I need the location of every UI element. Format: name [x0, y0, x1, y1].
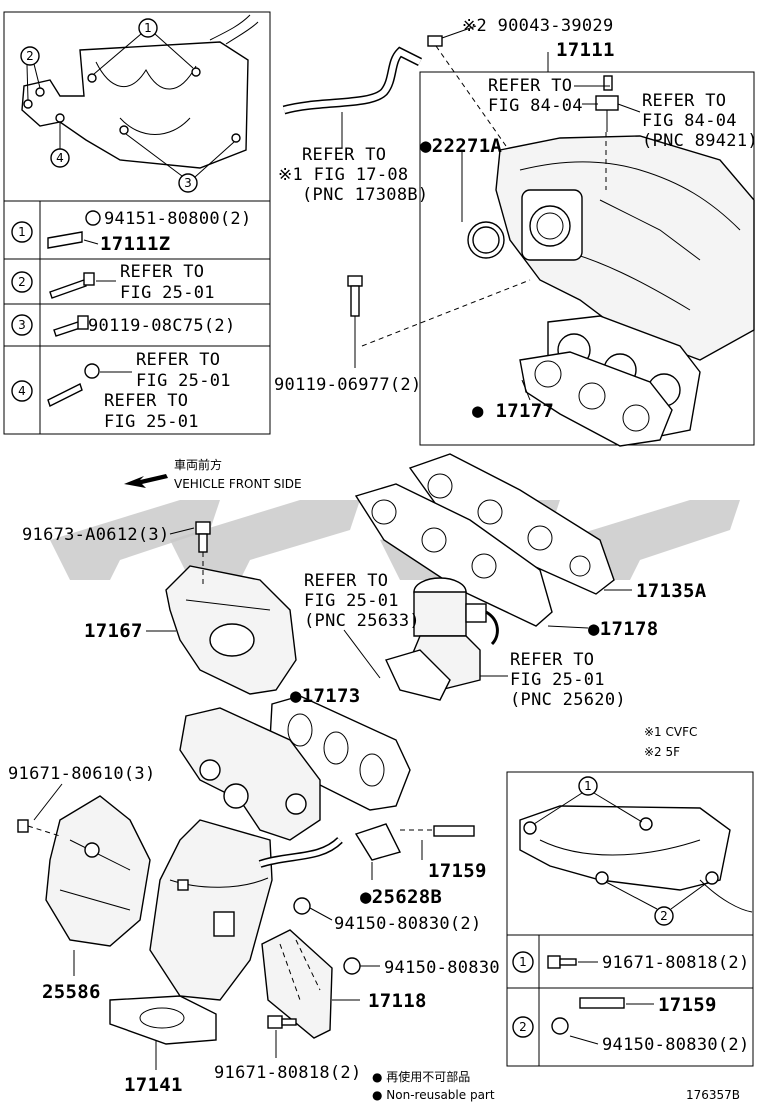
stud-17159 — [354, 823, 475, 861]
heat-insulator-17167 — [165, 521, 297, 695]
label-25586: 25586 — [42, 981, 101, 1003]
label-17141: 17141 — [124, 1074, 183, 1096]
inset-bottom-row-1: 1 91671-80818(2) — [512, 951, 750, 973]
svg-text:3: 3 — [184, 176, 192, 190]
svg-text:2: 2 — [18, 275, 26, 289]
svg-text:REFER TO: REFER TO — [120, 262, 204, 282]
bolt-90119-06977 — [347, 275, 531, 368]
inset-exhaust-flange — [519, 805, 753, 913]
svg-text:2: 2 — [519, 1020, 527, 1034]
heat-insulator-25586 — [17, 795, 151, 947]
label-17159: 17159 — [428, 860, 487, 882]
svg-text:4: 4 — [18, 384, 26, 398]
label-17135a: 17135A — [636, 580, 707, 602]
exhaust-manifold-17141 — [109, 707, 343, 1045]
label-refer-fig84-a-2: FIG 84-04 — [488, 96, 583, 116]
nut-94150-b — [343, 957, 361, 975]
figure-number: 176357B — [686, 1088, 740, 1102]
label-91671-80818: 91671-80818(2) — [214, 1063, 362, 1083]
svg-text:1: 1 — [519, 955, 527, 969]
inset-manifold-flange — [21, 14, 259, 169]
legend-non-reusable-en: ● Non-reusable part — [372, 1088, 495, 1102]
bracket-17118 — [261, 929, 333, 1039]
svg-text:2: 2 — [660, 909, 668, 923]
svg-text:FIG 25-01: FIG 25-01 — [120, 283, 215, 303]
inset-top-row-4: 4 REFER TO FIG 25-01 REFER TO FIG 25-01 — [11, 350, 231, 432]
svg-text:3: 3 — [18, 318, 26, 332]
label-vehicle-front-en: VEHICLE FRONT SIDE — [174, 477, 302, 491]
nut-94150-a — [293, 897, 311, 915]
svg-text:REFER TO: REFER TO — [104, 391, 188, 411]
label-refer-fig17-1: REFER TO — [302, 145, 386, 165]
inset-bottom-callout-2: 2 — [605, 881, 709, 926]
label-22271a: ●22271A — [420, 135, 502, 157]
label-25628b: ●25628B — [360, 886, 442, 908]
label-refer-fig25-a-2: FIG 25-01 — [304, 591, 399, 611]
label-17173: ●17173 — [290, 685, 360, 707]
label-refer-fig17-3: (PNC 17308B) — [302, 185, 428, 205]
label-94150-80830: 94150-80830 — [384, 958, 500, 978]
svg-text:FIG 25-01: FIG 25-01 — [104, 412, 199, 432]
svg-text:2: 2 — [26, 49, 34, 63]
svg-text:1: 1 — [584, 779, 592, 793]
label-refer-fig17-2: ※1 FIG 17-08 — [278, 165, 408, 185]
inset-top-callout-2: 2 — [20, 46, 41, 101]
inset-bottom-callout-1: 1 — [533, 776, 643, 825]
label-refer-fig84-b-3: (PNC 89421) — [642, 131, 758, 151]
inset-top-row-3: 3 90119-08C75(2) — [11, 314, 236, 337]
inset-top-left: 1 2 3 4 1 94151-80800(2) 17 — [3, 11, 271, 435]
label-vehicle-front-jp: 車両前方 — [174, 457, 222, 472]
svg-text:FIG 25-01: FIG 25-01 — [136, 371, 231, 391]
label-17111: 17111 — [556, 39, 615, 61]
svg-text:1: 1 — [144, 21, 152, 35]
svg-text:17111Z: 17111Z — [100, 233, 170, 255]
note-cvfc: ※1 CVFC — [644, 725, 697, 739]
label-17178: ●17178 — [588, 618, 658, 640]
svg-text:94150-80830(2): 94150-80830(2) — [602, 1035, 750, 1055]
label-94150-80830-2: 94150-80830(2) — [334, 914, 482, 934]
inset-top-row-1: 1 94151-80800(2) 17111Z — [11, 209, 252, 255]
inset-top-callout-1: 1 — [93, 18, 194, 75]
label-refer-fig25-b-2: FIG 25-01 — [510, 670, 605, 690]
vehicle-front-arrow — [124, 474, 168, 488]
egr-valve — [385, 577, 499, 701]
label-90043-39029: ※2 90043-39029 — [462, 16, 614, 36]
pcv-hose-17111 — [282, 35, 507, 148]
label-91673-a0612: 91673-A0612(3) — [22, 525, 170, 545]
svg-text:17159: 17159 — [658, 994, 717, 1016]
label-17118: 17118 — [368, 990, 427, 1012]
label-17177: ● 17177 — [472, 400, 554, 422]
leader-lines — [33, 25, 641, 1070]
label-refer-fig84-b-2: FIG 84-04 — [642, 111, 737, 131]
inset-bottom-right: 1 2 1 91671-80818(2) 2 17159 94150- — [506, 771, 754, 1067]
svg-text:REFER TO: REFER TO — [136, 350, 220, 370]
svg-text:91671-80818(2): 91671-80818(2) — [602, 953, 750, 973]
inset-top-row-2: 2 REFER TO FIG 25-01 — [11, 262, 215, 303]
inset-top-callout-4: 4 — [50, 122, 70, 168]
label-refer-fig84-a-1: REFER TO — [488, 76, 572, 96]
exhaust-gasket-17178 — [354, 483, 553, 627]
svg-text:4: 4 — [56, 151, 64, 165]
svg-text:94151-80800(2): 94151-80800(2) — [104, 209, 252, 229]
label-17167: 17167 — [84, 620, 143, 642]
label-refer-fig25-a-1: REFER TO — [304, 571, 388, 591]
callout-labels: ※2 90043-39029 17111 REFER TO FIG 84-04 … — [8, 16, 758, 1102]
label-refer-fig25-b-3: (PNC 25620) — [510, 690, 626, 710]
label-refer-fig25-b-1: REFER TO — [510, 650, 594, 670]
note-5f: ※2 5F — [644, 745, 680, 759]
inset-bottom-row-2: 2 17159 94150-80830(2) — [512, 994, 750, 1055]
label-90119-06977: 90119-06977(2) — [274, 375, 422, 395]
label-refer-fig84-b-1: REFER TO — [642, 91, 726, 111]
intake-manifold-group — [419, 71, 755, 447]
label-91671-80610: 91671-80610(3) — [8, 764, 156, 784]
legend-non-reusable-jp: ● 再使用不可部品 — [372, 1069, 470, 1084]
inset-top-callout-3: 3 — [125, 133, 235, 193]
svg-text:1: 1 — [18, 225, 26, 239]
label-refer-fig25-a-3: (PNC 25633) — [304, 611, 420, 631]
svg-text:90119-08C75(2): 90119-08C75(2) — [88, 316, 236, 336]
